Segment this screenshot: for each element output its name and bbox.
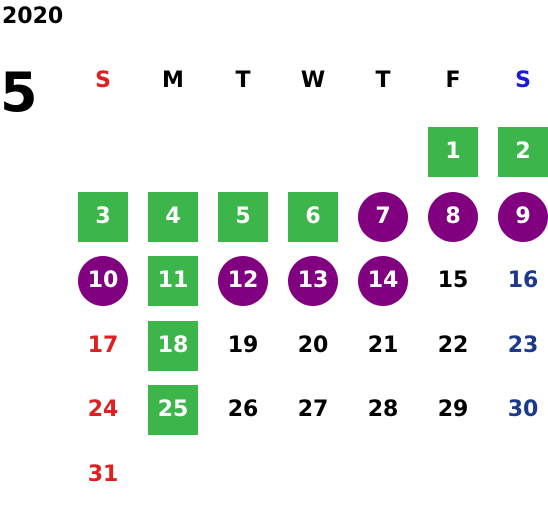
day-cell[interactable]: 3: [68, 185, 138, 249]
day-cell[interactable]: 20: [278, 314, 348, 378]
weekday-header-1: M: [162, 68, 184, 93]
day-number: 29: [437, 397, 469, 422]
day-cell[interactable]: 22: [418, 314, 488, 378]
day-number: 24: [87, 397, 119, 422]
day-number: 28: [367, 397, 399, 422]
day-number: 14: [358, 256, 408, 306]
day-cell[interactable]: 21: [348, 314, 418, 378]
day-cell[interactable]: 4: [138, 185, 208, 249]
day-cell[interactable]: 12: [208, 249, 278, 313]
day-cell[interactable]: 31: [68, 443, 138, 507]
day-cell[interactable]: 27: [278, 378, 348, 442]
day-cell[interactable]: 5: [208, 185, 278, 249]
day-number: 7: [358, 191, 408, 242]
day-cell[interactable]: 13: [278, 249, 348, 313]
day-number: 13: [288, 256, 338, 306]
day-number: 19: [227, 332, 259, 358]
day-cell[interactable]: 10: [68, 249, 138, 313]
day-number: 17: [87, 332, 119, 358]
day-cell[interactable]: 2: [488, 120, 548, 184]
day-number: 2: [498, 127, 548, 177]
day-number: 16: [507, 268, 539, 293]
day-cell[interactable]: 30: [488, 378, 548, 442]
weekday-header-5: F: [445, 68, 461, 93]
year-label: 2020: [2, 4, 64, 29]
day-number: 26: [227, 397, 259, 422]
day-number: 3: [78, 191, 128, 242]
day-number: 12: [218, 256, 268, 306]
day-cell[interactable]: 26: [208, 378, 278, 442]
day-number: 31: [87, 461, 119, 487]
day-cell[interactable]: 1: [418, 120, 488, 184]
day-number: 20: [297, 332, 329, 358]
day-number: 18: [148, 320, 198, 371]
day-cell[interactable]: 8: [418, 185, 488, 249]
weekday-header-6: S: [515, 68, 531, 93]
day-number: 5: [218, 191, 268, 242]
day-number: 9: [498, 191, 548, 242]
day-number: 4: [148, 191, 198, 242]
day-cell[interactable]: 11: [138, 249, 208, 313]
weekday-header-0: S: [95, 68, 111, 93]
weekday-header-4: T: [375, 68, 391, 93]
day-cell[interactable]: 9: [488, 185, 548, 249]
day-number: 6: [288, 191, 338, 242]
month-label: 5: [0, 61, 38, 124]
day-cell[interactable]: 24: [68, 378, 138, 442]
day-cell[interactable]: 29: [418, 378, 488, 442]
day-cell[interactable]: 17: [68, 314, 138, 378]
day-cell[interactable]: 7: [348, 185, 418, 249]
day-cell[interactable]: 25: [138, 378, 208, 442]
day-number: 30: [507, 397, 539, 422]
day-cell[interactable]: 28: [348, 378, 418, 442]
day-cell[interactable]: 19: [208, 314, 278, 378]
day-number: 21: [367, 332, 399, 358]
weekday-header-2: T: [235, 68, 251, 93]
day-number: 8: [428, 191, 478, 242]
day-cell[interactable]: 16: [488, 249, 548, 313]
day-cell[interactable]: 18: [138, 314, 208, 378]
day-number: 22: [437, 332, 469, 358]
day-cell[interactable]: 6: [278, 185, 348, 249]
day-cell[interactable]: 15: [418, 249, 488, 313]
day-number: 1: [428, 127, 478, 177]
day-number: 25: [148, 385, 198, 435]
day-number: 11: [148, 256, 198, 306]
weekday-header-3: W: [300, 68, 326, 93]
day-number: 15: [437, 268, 469, 293]
day-cell[interactable]: 14: [348, 249, 418, 313]
day-number: 23: [507, 332, 539, 358]
day-number: 10: [78, 256, 128, 306]
day-number: 27: [297, 397, 329, 422]
day-cell[interactable]: 23: [488, 314, 548, 378]
